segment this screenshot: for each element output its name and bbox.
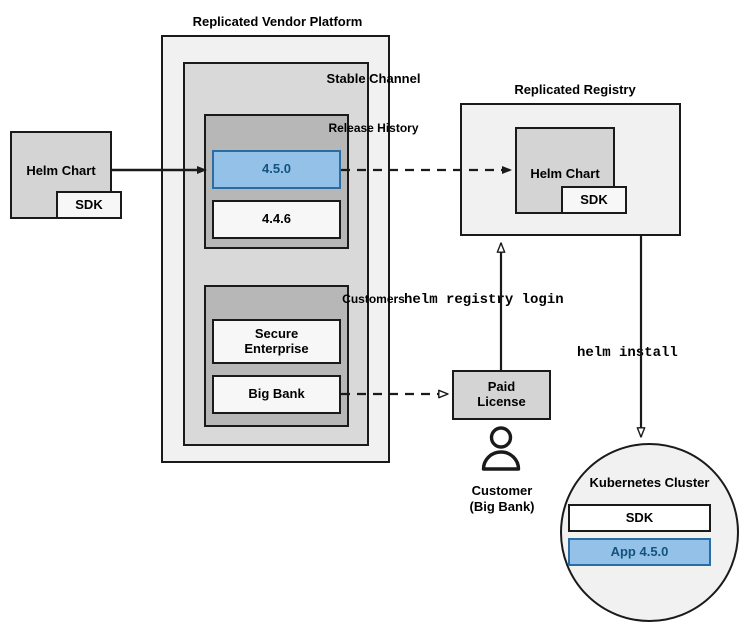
registry-sdk-box: SDK: [561, 186, 627, 214]
command-helm-install: helm install: [577, 345, 678, 361]
release-item-450[interactable]: 4.5.0: [212, 150, 341, 189]
source-helm-chart-label: Helm Chart: [26, 163, 96, 178]
customer-secure-line1: Secure: [254, 325, 299, 341]
paid-license-line1: Paid: [487, 379, 516, 395]
source-sdk-box: SDK: [56, 191, 122, 219]
cluster-sdk-box: SDK: [568, 504, 711, 532]
person-icon: [478, 425, 524, 471]
cluster-app-box: App 4.5.0: [568, 538, 711, 566]
customer-actor-label: Customer (Big Bank): [443, 483, 561, 516]
kubernetes-cluster-container: [560, 443, 739, 622]
release-history-title: Release History: [328, 121, 419, 135]
stable-channel-title: Stable Channel: [326, 71, 421, 86]
customer-item-big-bank[interactable]: Big Bank: [212, 375, 341, 414]
customer-actor-line2: (Big Bank): [469, 499, 535, 515]
customers-title: Customers: [342, 292, 405, 306]
kubernetes-cluster-title: Kubernetes Cluster: [589, 475, 710, 490]
registry-title: Replicated Registry: [514, 82, 636, 97]
paid-license-box: Paid License: [452, 370, 551, 420]
customer-item-secure-enterprise[interactable]: Secure Enterprise: [212, 319, 341, 364]
release-item-446[interactable]: 4.4.6: [212, 200, 341, 239]
registry-helm-chart-label: Helm Chart: [530, 166, 600, 181]
paid-license-line2: License: [477, 394, 526, 409]
command-helm-registry-login: helm registry login: [404, 292, 564, 308]
vendor-platform-title: Replicated Vendor Platform: [192, 14, 363, 29]
customer-actor-line1: Customer: [471, 483, 533, 498]
customer-secure-line2: Enterprise: [244, 340, 309, 356]
